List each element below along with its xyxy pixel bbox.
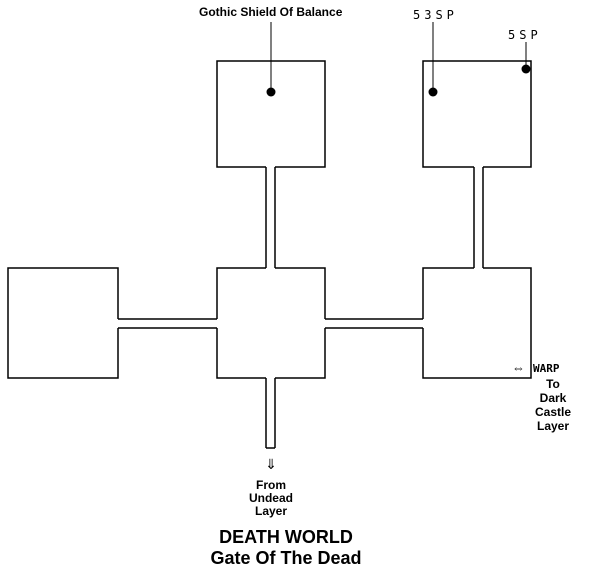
- sp53-label: 53SP: [413, 8, 458, 22]
- room-east: [422, 267, 532, 379]
- corridor-north-east: [474, 165, 483, 270]
- shield-label: Gothic Shield Of Balance: [199, 5, 343, 19]
- sp5-marker: [521, 64, 531, 74]
- corridor-west: [116, 319, 219, 328]
- from-arrow-icon: ⇓: [265, 456, 277, 472]
- corridor-east: [323, 319, 425, 328]
- map-subtitle: Gate Of The Dead: [210, 548, 362, 568]
- corridor-north-center: [266, 165, 275, 270]
- from-line-1: From: [256, 478, 286, 492]
- room-west: [7, 267, 119, 379]
- sp53-marker: [428, 87, 438, 97]
- from-line-3: Layer: [254, 504, 288, 518]
- shield-marker: [266, 87, 276, 97]
- warp-label: WARP: [533, 362, 560, 375]
- corridor-south: [266, 376, 275, 448]
- room-north-east: [422, 60, 532, 168]
- room-center: [216, 267, 326, 379]
- warp-dest-line-2: Dark: [539, 391, 567, 405]
- warp-dest-line-1: To: [546, 377, 560, 391]
- warp-arrow-icon: ⇔: [512, 360, 525, 375]
- warp-dest-line-3: Castle: [534, 405, 572, 419]
- map-title: DEATH WORLD: [219, 527, 353, 547]
- sp5-label: 5SP: [508, 28, 542, 42]
- warp-dest-line-4: Layer: [536, 419, 570, 433]
- from-line-2: Undead: [248, 491, 293, 505]
- warp-destination: To Dark Castle Layer: [527, 377, 579, 433]
- from-label: From Undead Layer: [241, 479, 301, 518]
